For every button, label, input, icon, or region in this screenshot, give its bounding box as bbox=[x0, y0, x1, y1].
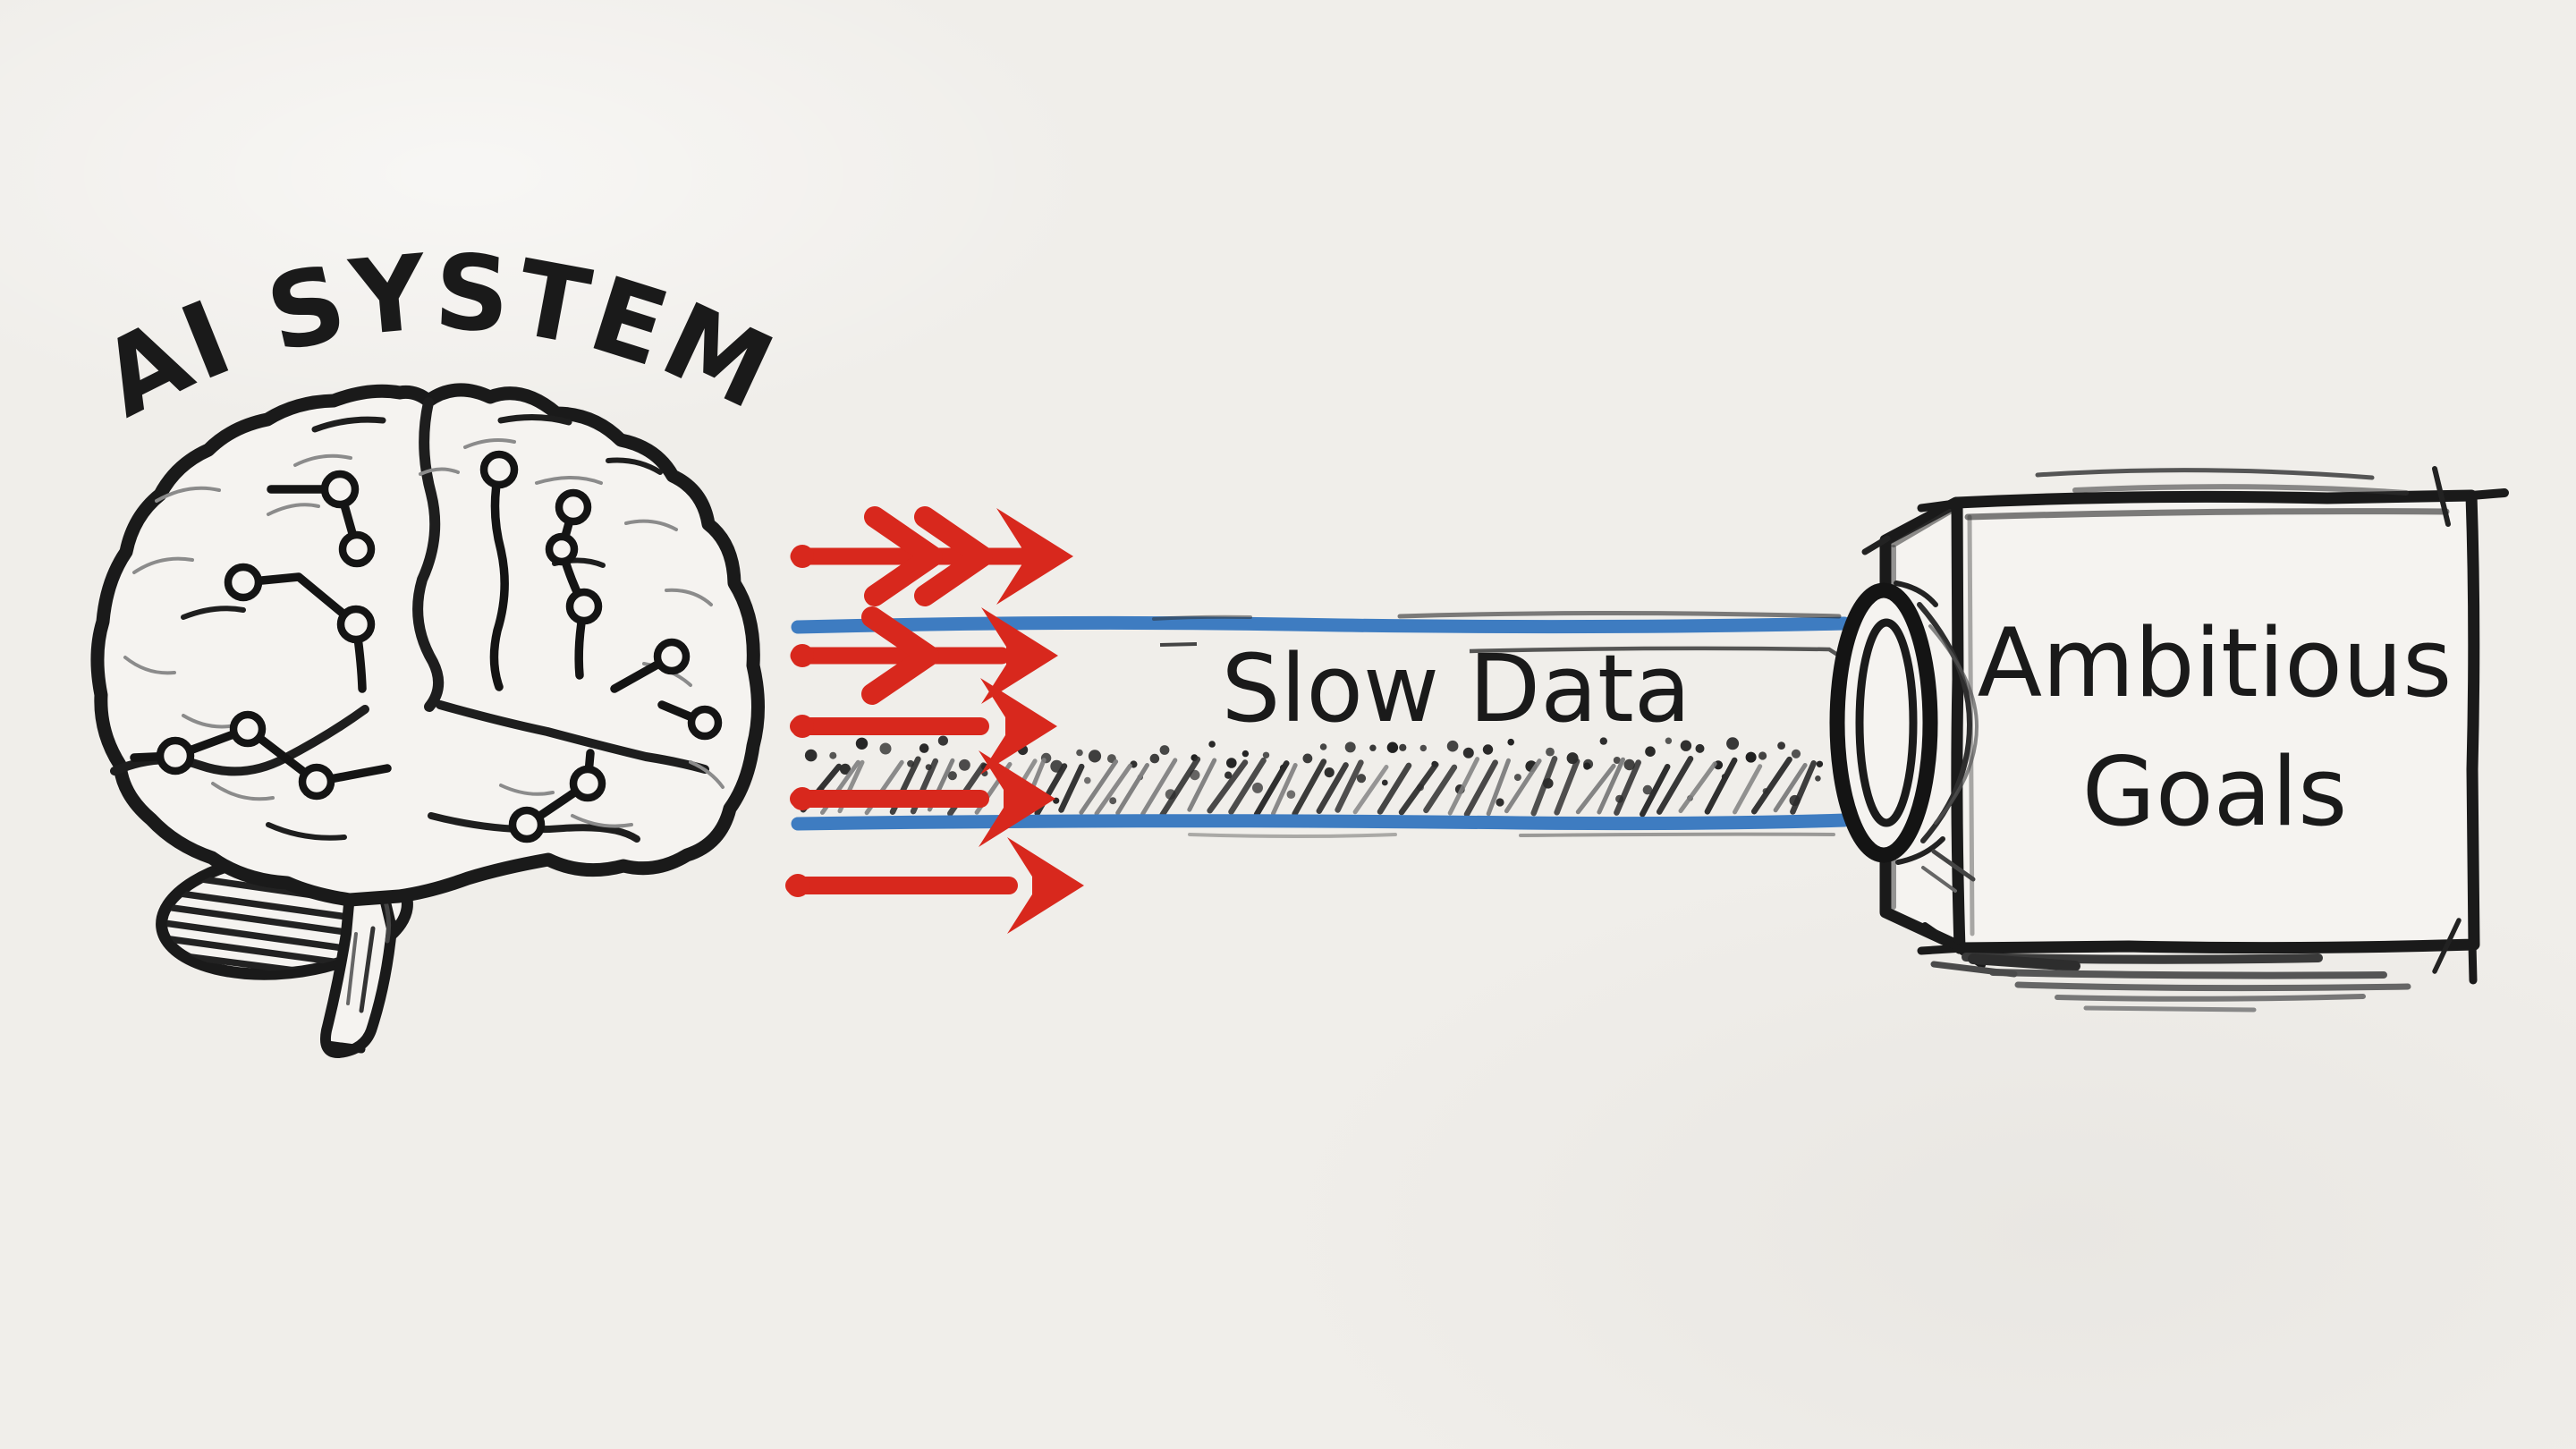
pipe-interior bbox=[800, 642, 1841, 818]
speed-arrow bbox=[790, 750, 1055, 847]
goal-label-line1: Ambitious bbox=[1978, 608, 2453, 718]
box-front-face bbox=[1951, 489, 2480, 954]
pipe-flange bbox=[1829, 580, 1979, 893]
pipe-label: Slow Data bbox=[1222, 634, 1691, 743]
speed-arrow bbox=[790, 606, 1058, 705]
pipe-bottom-wall bbox=[791, 813, 1852, 831]
brain-stem bbox=[320, 886, 397, 1058]
ambitious-goals-box: Ambitious Goals bbox=[1861, 466, 2509, 1013]
pipe-top-wall bbox=[791, 615, 1852, 634]
speed-arrow bbox=[785, 837, 1084, 934]
speed-arrow bbox=[790, 506, 1073, 606]
goal-label-line2: Goals bbox=[2082, 737, 2348, 847]
slow-data-pipe-walls bbox=[791, 611, 1852, 838]
brain-circuit-nodes bbox=[156, 450, 723, 843]
box-shadow-hatch bbox=[1930, 953, 2411, 1013]
ai-brain-sketch bbox=[90, 383, 765, 1058]
speed-arrow bbox=[790, 678, 1057, 775]
pipe-data-hatch bbox=[800, 756, 1817, 818]
brain-gyri bbox=[123, 438, 724, 828]
throughput-arrows bbox=[785, 506, 1084, 934]
